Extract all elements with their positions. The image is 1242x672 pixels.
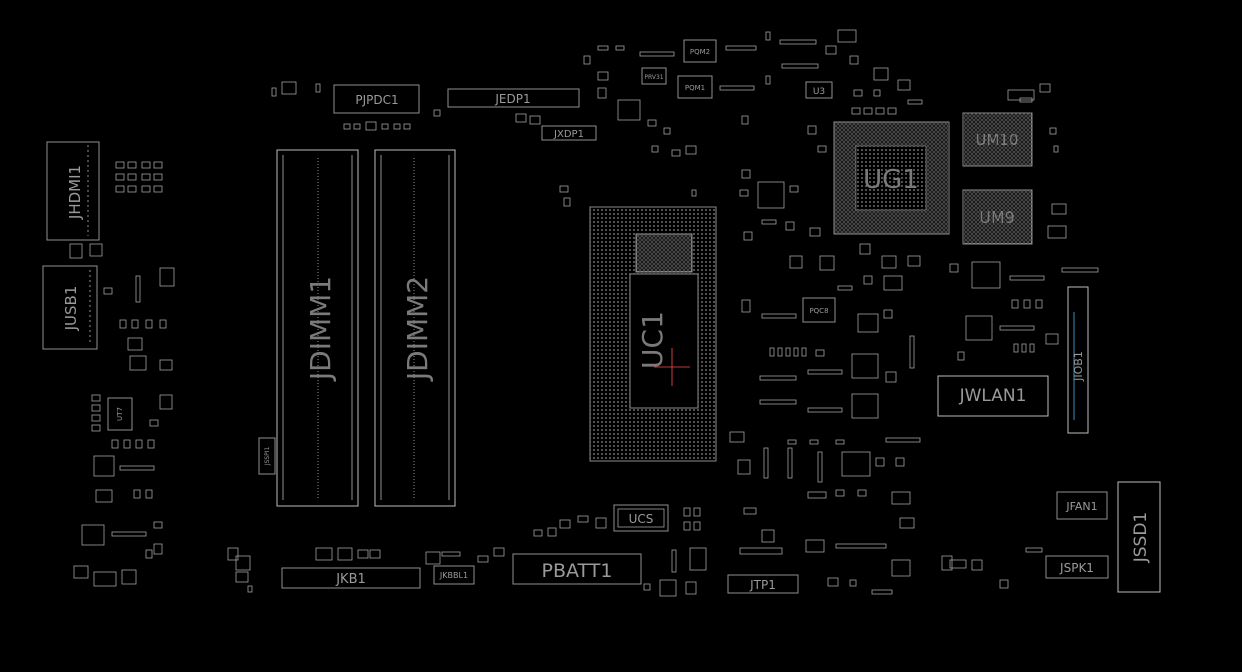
jkb1-connector[interactable]: JKB1 (281, 567, 421, 589)
jsspi1-connector[interactable]: JSSPI1 (258, 437, 276, 475)
top-middle-components (559, 29, 1051, 207)
ut7-chip[interactable]: UT7 (107, 397, 133, 431)
jssd1-connector[interactable]: JSSD1 (1117, 481, 1161, 593)
jwlan1-label: JWLAN1 (959, 386, 1027, 406)
pjpdc1-connector[interactable]: PJPDC1 (333, 84, 420, 114)
uc1-label: UC1 (636, 311, 669, 369)
prv31-label: PRV31 (644, 74, 663, 81)
um10-chip[interactable]: UM10 (962, 112, 1033, 167)
pbatt1-label: PBATT1 (542, 560, 613, 582)
center-right-components (729, 169, 921, 529)
jdimm1-label: JDIMM1 (304, 276, 337, 382)
jedp1-connector[interactable]: JEDP1 (447, 88, 580, 108)
top-left-components (271, 81, 541, 131)
left-components (69, 161, 175, 587)
u3-chip[interactable]: U3 (805, 81, 833, 99)
jtp1-connector[interactable]: JTP1 (727, 574, 799, 594)
pqm1-mosfet[interactable]: PQM1 (677, 75, 713, 99)
jhdmi1-connector[interactable]: JHDMI1 (46, 141, 100, 241)
jspk1-label: JSPK1 (1059, 561, 1094, 575)
pbatt1-connector[interactable]: PBATT1 (512, 553, 642, 585)
bottom-components (227, 507, 1043, 597)
ug1-label: UG1 (863, 165, 919, 195)
prv31-chip[interactable]: PRV31 (641, 67, 667, 85)
jdimm2-label: JDIMM2 (401, 276, 434, 382)
jdimm1-slot[interactable]: JDIMM1 (276, 149, 359, 507)
jiob1-connector[interactable]: JIOB1 (1067, 286, 1089, 434)
um10-label: UM10 (975, 131, 1018, 149)
uc1-cpu[interactable]: UC1 (589, 206, 717, 462)
pjpdc1-label: PJPDC1 (355, 93, 398, 107)
jkb1-label: JKB1 (335, 572, 366, 587)
right-middle-components (949, 127, 1099, 361)
jfan1-connector[interactable]: JFAN1 (1056, 491, 1108, 520)
um9-label: UM9 (979, 208, 1015, 227)
jwlan1-connector[interactable]: JWLAN1 (937, 375, 1049, 417)
um9-chip[interactable]: UM9 (962, 189, 1033, 245)
jtp1-label: JTP1 (749, 578, 776, 592)
jspk1-connector[interactable]: JSPK1 (1045, 555, 1109, 579)
pqm1-label: PQM1 (685, 84, 705, 92)
jedp1-label: JEDP1 (494, 92, 530, 106)
ucs-label: UCS (629, 512, 654, 526)
jfan1-label: JFAN1 (1065, 500, 1097, 513)
jusb1-connector[interactable]: JUSB1 (42, 265, 98, 350)
pqc8-label: PQC8 (809, 307, 828, 315)
jusb1-label: JUSB1 (62, 286, 80, 332)
jsspi1-label: JSSPI1 (264, 447, 271, 467)
ut7-label: UT7 (116, 407, 124, 421)
ucs-chip[interactable]: UCS (613, 504, 669, 532)
jkbbl1-label: JKBBL1 (439, 571, 468, 580)
pqc8-mosfet[interactable]: PQC8 (802, 297, 836, 323)
jxdp1-connector[interactable]: JXDP1 (541, 125, 597, 141)
jiob1-label: JIOB1 (1072, 351, 1085, 382)
jxdp1-label: JXDP1 (553, 129, 584, 140)
jssd1-label: JSSD1 (1131, 512, 1151, 564)
jhdmi1-label: JHDMI1 (66, 165, 84, 220)
jkbbl1-connector[interactable]: JKBBL1 (433, 565, 475, 585)
ug1-gpu[interactable]: UG1 (833, 121, 950, 235)
pqm2-mosfet[interactable]: PQM2 (683, 39, 717, 63)
jdimm2-slot[interactable]: JDIMM2 (374, 149, 456, 507)
pqm2-label: PQM2 (690, 48, 710, 56)
u3-label: U3 (813, 87, 825, 97)
